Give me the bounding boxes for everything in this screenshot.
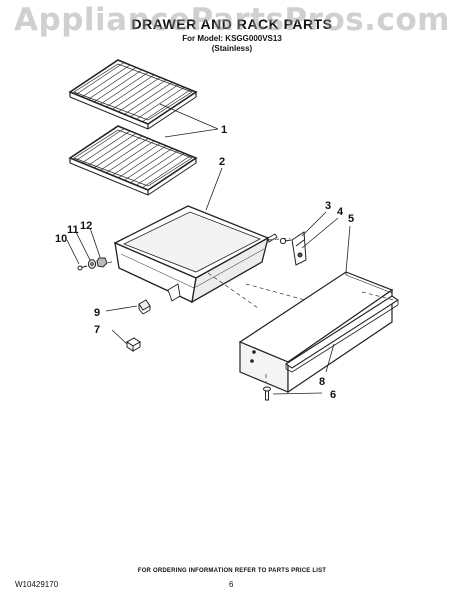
hardware-washer: [87, 259, 97, 269]
drawer-clip: [126, 337, 141, 352]
slide-bracket: [291, 231, 307, 266]
trim-screw: [263, 386, 271, 401]
callout-12: 12: [80, 220, 92, 232]
drawer-pan: [113, 205, 278, 304]
drawer-bumper: [138, 299, 151, 315]
callout-3: 3: [325, 200, 331, 212]
callout-2: 2: [219, 156, 225, 168]
hardware-screw: [77, 265, 88, 271]
page-number: 6: [229, 580, 234, 589]
callout-6: 6: [330, 389, 336, 401]
oven-rack-lower: [68, 125, 198, 196]
callout-8: 8: [319, 376, 325, 388]
watermark: AppliancePartsPros.com: [14, 2, 450, 38]
page-title: DRAWER AND RACK PARTS: [131, 16, 333, 32]
document-number: W10429170: [15, 580, 59, 589]
drawer-front-panel: [238, 271, 394, 394]
callout-5: 5: [348, 213, 354, 225]
oven-rack-upper: [68, 59, 198, 130]
drawer-trim: [284, 295, 400, 373]
finish-line: (Stainless): [211, 44, 253, 53]
ordering-note: FOR ORDERING INFORMATION REFER TO PARTS …: [137, 568, 327, 574]
explode-lines: [103, 237, 395, 382]
model-line: For Model: KSGG000VS13: [182, 34, 282, 43]
callout-9: 9: [94, 307, 100, 319]
callout-7: 7: [94, 324, 100, 336]
model-subtitle: For Model: KSGG000VS13 (Stainless): [0, 34, 464, 54]
callout-11: 11: [67, 224, 79, 236]
leader-lines: [66, 103, 351, 395]
bracket-screw: [279, 237, 292, 245]
callout-4: 4: [337, 206, 344, 218]
callout-1: 1: [221, 124, 227, 136]
callout-10: 10: [55, 233, 67, 245]
hardware-nut: [96, 257, 108, 268]
